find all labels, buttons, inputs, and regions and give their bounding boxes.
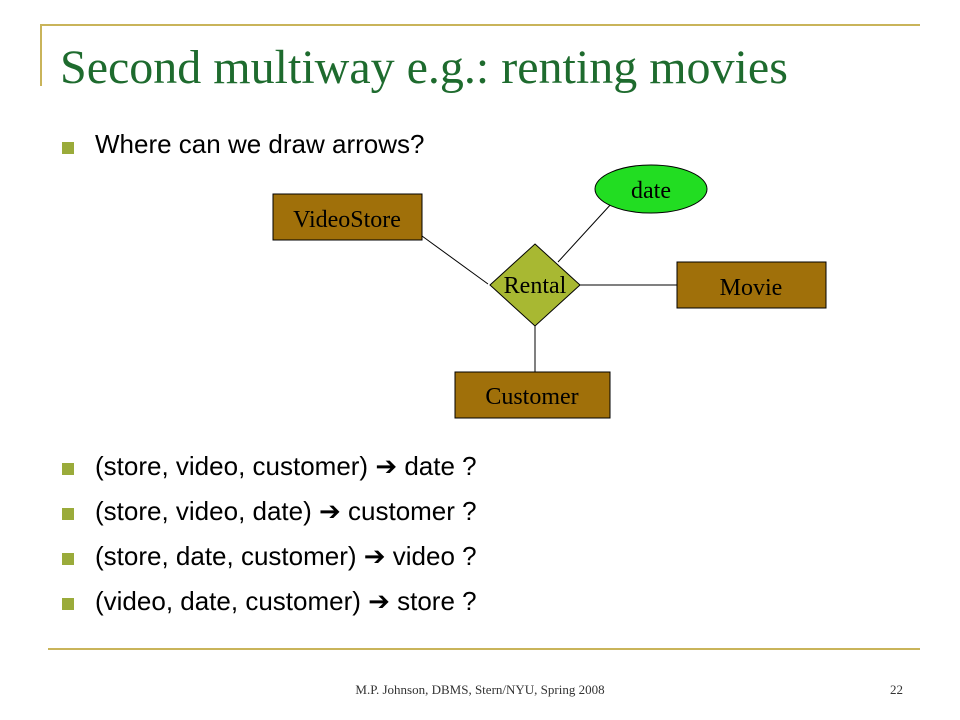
entity-movie-label: Movie [720, 275, 783, 301]
question-1: (store, video, customer) ➔ date ? [95, 451, 477, 481]
entity-customer-label: Customer [485, 384, 578, 410]
edge-videostore-rental [421, 235, 489, 285]
relationship-rental: Rental [489, 243, 581, 327]
bullet-square-icon [62, 553, 74, 565]
attribute-date: date [594, 164, 708, 214]
frame-bottom-line [48, 648, 920, 650]
slide-footer: M.P. Johnson, DBMS, Stern/NYU, Spring 20… [355, 682, 605, 697]
entity-movie: Movie [676, 261, 827, 309]
bullet-square-icon [62, 598, 74, 610]
bullet-square-icon [62, 508, 74, 520]
edge-date-rental [557, 202, 613, 263]
bullet-square-icon [62, 463, 74, 475]
bullet-square-icon [62, 142, 74, 154]
entity-customer: Customer [454, 371, 611, 419]
slide-title: Second multiway e.g.: renting movies [60, 41, 788, 94]
page-number: 22 [890, 682, 903, 697]
question-3: (store, date, customer) ➔ video ? [95, 541, 477, 571]
frame-left-line [40, 24, 42, 86]
question-2: (store, video, date) ➔ customer ? [95, 496, 477, 526]
relationship-rental-label: Rental [504, 273, 567, 299]
attribute-date-label: date [631, 178, 671, 204]
question-4: (video, date, customer) ➔ store ? [95, 586, 477, 616]
entity-videostore: VideoStore [272, 193, 423, 241]
intro-text: Where can we draw arrows? [95, 129, 425, 159]
frame-top-line [40, 24, 920, 26]
entity-videostore-label: VideoStore [293, 207, 401, 233]
